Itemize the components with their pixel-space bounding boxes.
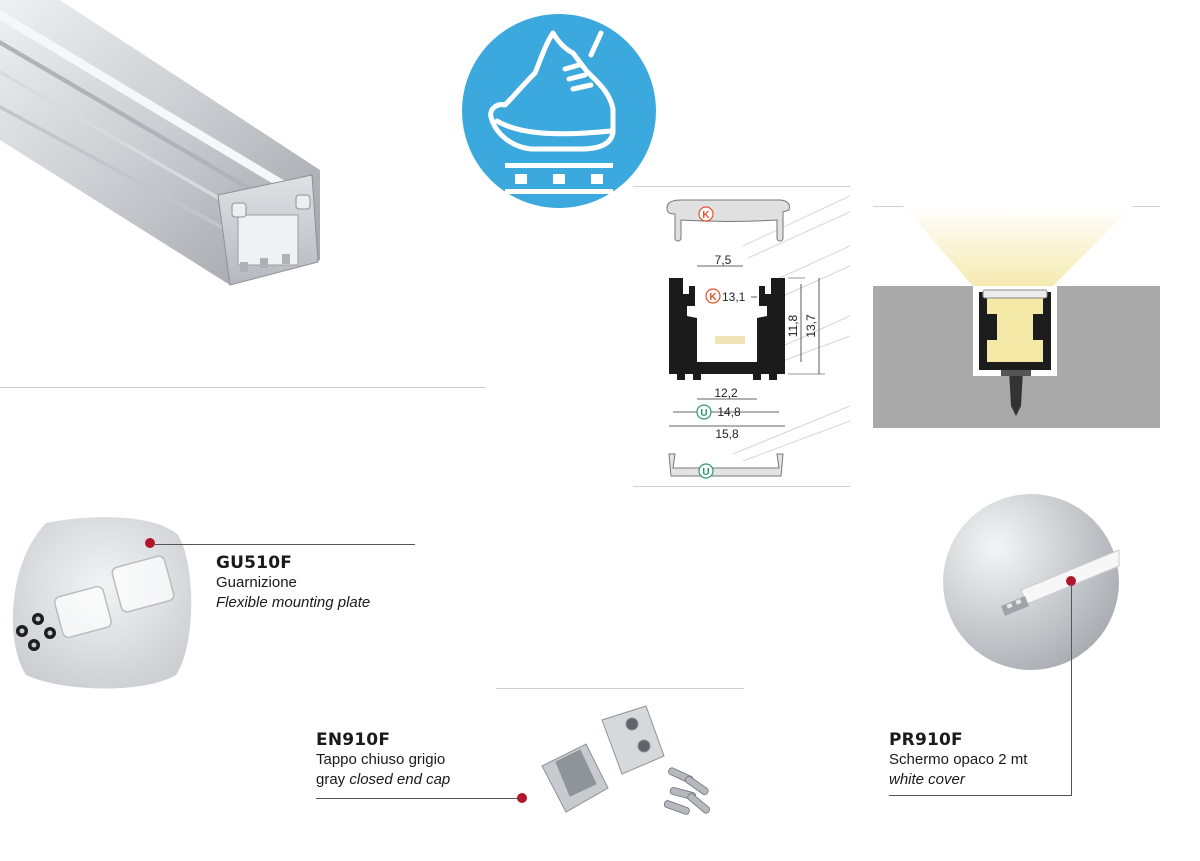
drawing-bottom-rule: [633, 486, 850, 487]
end-cap-name-en-line: gray closed end cap: [316, 770, 450, 790]
gasket-name-it: Guarnizione: [216, 574, 297, 591]
marker-k-top: K: [702, 210, 710, 221]
gasket-label: GU510F Guarnizione Flexible mounting pla…: [216, 553, 370, 613]
cover-k-shape: [666, 199, 790, 242]
cover-label: PR910F Schermo opaco 2 mt white cover: [889, 730, 1027, 790]
gasket-leader-line: [155, 544, 415, 545]
profile-photo: [0, 0, 320, 286]
cover-photo: [943, 494, 1120, 670]
gasket-photo: [12, 517, 192, 689]
dim-cover-top: 7,5: [715, 253, 732, 267]
installation-illustration: [873, 206, 1160, 428]
cover-leader-vertical: [1071, 584, 1072, 795]
drawing-top-rule: [633, 186, 850, 187]
dim-inner-height: 13,1: [722, 290, 746, 304]
gasket-marker-dot: [145, 538, 155, 548]
marker-u-section: U: [700, 408, 707, 419]
end-cap-label: EN910F Tappo chiuso grigio gray closed e…: [316, 730, 450, 790]
technical-drawing: K 7,5 K 13,1 11,8 13,7 12,2 U 14,8 15,8 …: [666, 195, 850, 479]
cover-marker-dot: [1066, 576, 1076, 586]
gasket-code: GU510F: [216, 553, 293, 573]
dim-height-1: 11,8: [786, 314, 800, 337]
walk-over-icon: [462, 14, 656, 208]
marker-k-section: K: [709, 292, 717, 303]
end-cap-name-en: closed end cap: [349, 771, 451, 788]
cover-code: PR910F: [889, 730, 963, 750]
end-cap-name-en-prefix: gray: [316, 771, 350, 788]
cover-name-en: white cover: [889, 771, 965, 788]
dim-height-2: 13,7: [804, 314, 818, 338]
gasket-name-en: Flexible mounting plate: [216, 594, 371, 611]
end-cap-photo: [541, 705, 711, 815]
end-cap-marker-dot: [517, 793, 527, 803]
end-cap-leader-line: [316, 798, 520, 799]
dim-outer-width: 15,8: [715, 427, 739, 441]
end-cap-code: EN910F: [316, 730, 391, 750]
marker-u-clip: U: [702, 467, 709, 478]
cover-name-it: Schermo opaco 2 mt: [889, 751, 1028, 768]
profile-section: [669, 278, 785, 374]
cover-leader-horizontal: [889, 795, 1072, 796]
dim-base-width: 12,2: [714, 386, 738, 400]
end-cap-name-it: Tappo chiuso grigio: [316, 751, 446, 768]
dim-width-u: 14,8: [717, 405, 741, 419]
divider-top-left: [0, 387, 486, 388]
mounting-clip-u-shape: [668, 453, 784, 477]
endcap-top-rule: [496, 688, 744, 689]
